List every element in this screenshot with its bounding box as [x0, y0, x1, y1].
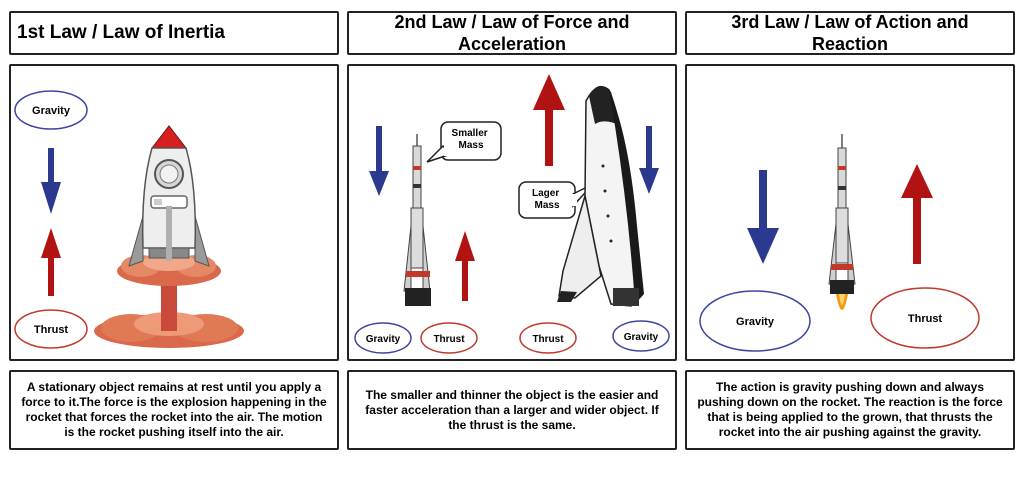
panel1-title-text: 1st Law / Law of Inertia — [17, 22, 225, 43]
thrust-label: Thrust — [34, 324, 69, 336]
thrust-label-right: Thrust — [532, 334, 564, 345]
gravity-oval — [14, 90, 88, 130]
panel2-title-text: 2nd Law / Law of Force and Acceleration — [394, 12, 630, 54]
gravity-oval-left — [354, 322, 412, 354]
thrust-oval-left — [420, 322, 478, 354]
thrust-arrow-up-icon — [901, 164, 933, 264]
panel2-illustration: Smaller Mass Lager Mass — [347, 64, 677, 361]
space-shuttle-icon — [557, 85, 644, 307]
small-rocket-icon — [403, 134, 431, 306]
rocket-icon — [828, 134, 856, 310]
gravity-label: Gravity — [32, 105, 71, 117]
explosion-cloud-icon — [94, 253, 244, 348]
larger-mass-bubble — [518, 181, 594, 219]
larger-mass-line2: Mass — [534, 200, 559, 211]
panel1-illustration: Gravity Thrust — [9, 64, 339, 361]
thrust-label: Thrust — [908, 313, 943, 325]
larger-mass-label: Lager Mass — [532, 188, 562, 211]
gravity-label-right: Gravity — [624, 332, 659, 343]
gravity-arrow-down-icon — [747, 170, 779, 264]
panel3-title-text: 3rd Law / Law of Action and Reaction — [731, 12, 969, 54]
panel2-caption-text: The smaller and thinner the object is th… — [365, 387, 659, 432]
panel2-svg: Smaller Mass Lager Mass — [354, 74, 670, 354]
gravity-arrow-down-icon — [41, 148, 61, 214]
panel3-title: 3rd Law / Law of Action and Reaction — [685, 11, 1015, 55]
smaller-mass-line2: Mass — [458, 140, 483, 151]
smaller-mass-line1: Smaller — [452, 128, 488, 139]
thrust-label-left: Thrust — [433, 334, 465, 345]
panel1-caption: A stationary object remains at rest unti… — [9, 370, 339, 450]
thrust-oval — [870, 287, 980, 349]
panel2-caption: The smaller and thinner the object is th… — [347, 370, 677, 450]
smaller-mass-bubble — [426, 121, 502, 163]
rocket-icon — [128, 125, 210, 267]
gravity-label-left: Gravity — [366, 334, 401, 345]
thrust-arrow-up-icon — [41, 228, 61, 296]
larger-mass-line1: Lager — [532, 188, 559, 199]
panel1-caption-text: A stationary object remains at rest unti… — [21, 380, 327, 439]
gravity-arrow-down-right-icon — [639, 126, 659, 194]
panel3-svg: Gravity Thrust — [699, 134, 980, 352]
gravity-oval-right — [612, 320, 670, 352]
gravity-oval — [699, 290, 811, 352]
gravity-label: Gravity — [736, 316, 775, 328]
panel3-illustration: Gravity Thrust — [685, 64, 1015, 361]
thrust-arrow-up-tall-icon — [533, 74, 565, 166]
panel1-svg: Gravity Thrust — [14, 90, 244, 349]
smaller-mass-label: Smaller Mass — [452, 128, 491, 151]
gravity-arrow-down-icon — [369, 126, 389, 196]
thrust-oval — [14, 309, 88, 349]
thrust-oval-right — [519, 322, 577, 354]
thrust-arrow-up-icon — [455, 231, 475, 301]
panel2-title: 2nd Law / Law of Force and Acceleration — [347, 11, 677, 55]
panel3-caption-text: The action is gravity pushing down and a… — [697, 380, 1003, 439]
panel1-title: 1st Law / Law of Inertia — [9, 11, 339, 55]
panel3-caption: The action is gravity pushing down and a… — [685, 370, 1015, 450]
